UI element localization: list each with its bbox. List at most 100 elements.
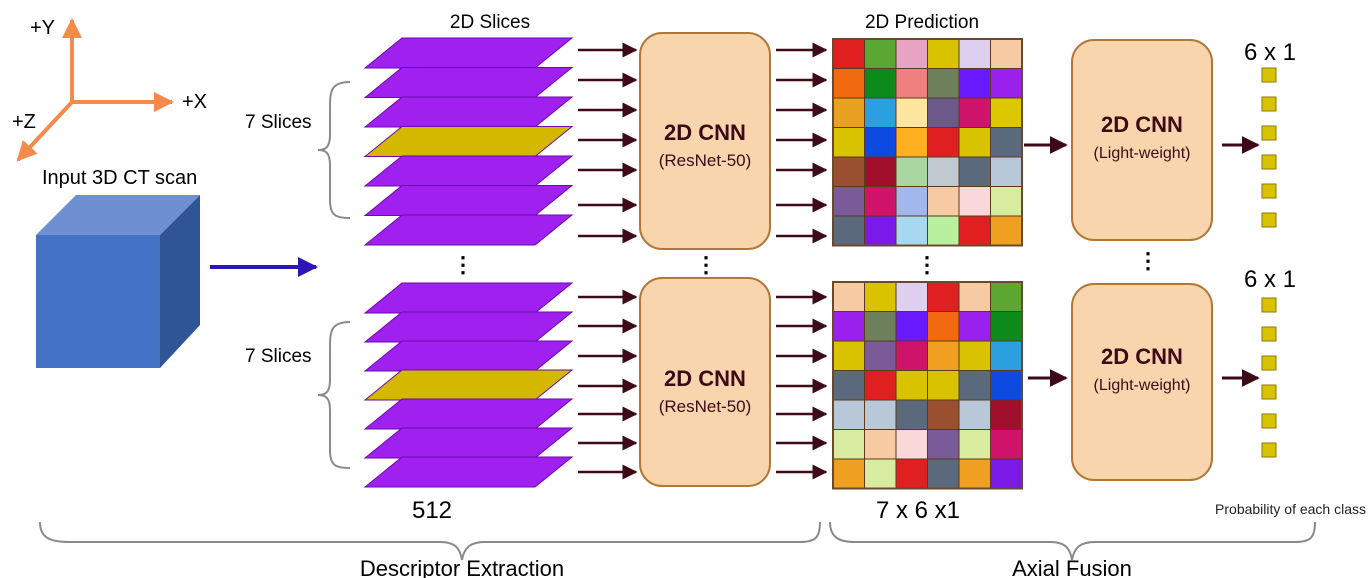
cnn-resnet-bottom-title: 2D CNN [664,366,746,391]
prediction-cell [927,370,960,401]
stage-label-right: Axial Fusion [1012,556,1132,578]
prediction-cell [990,97,1023,128]
input-cube: Input 3D CT scan [36,167,200,368]
cnn-resnet-bottom-box [639,277,771,487]
slices-header: 2D Slices [450,12,530,33]
prediction-cell [895,340,928,371]
ellipsis-prediction: ⋮ [916,252,938,277]
prediction-cell [895,38,928,69]
prediction-cell [927,429,960,460]
cnn-light-top-title: 2D CNN [1101,112,1183,137]
class-probability-cell [1261,125,1277,141]
prediction-cell [927,186,960,217]
cnn-light-top: 2D CNN (Light-weight) [1071,39,1213,241]
prediction-cell [958,311,991,342]
prediction-cell [958,127,991,158]
ellipsis-cnn: ⋮ [695,252,717,277]
cube-front-face [36,235,160,368]
prediction-cell [990,311,1023,342]
slice [363,340,574,372]
slice [363,67,574,98]
cnn-light-top-box [1071,39,1213,241]
prediction-cell [927,127,960,158]
prediction-cell [958,156,991,187]
slice-highlighted [363,369,574,401]
cube-top-face [36,195,200,235]
x-axis-label: +X [182,91,207,113]
z-axis-arrow [16,100,74,162]
prediction-grid-top [832,38,1023,247]
class-probability-cell [1261,67,1277,83]
slice-stack-top [363,37,574,246]
cnn-resnet-bottom: 2D CNN (ResNet-50) [639,277,771,487]
prediction-cell [927,311,960,342]
output-size-label-top: 6 x 1 [1244,39,1296,66]
prediction-cell [958,68,991,99]
prediction-cell [832,68,865,99]
prediction-cell [927,68,960,99]
prediction-cell [958,370,991,401]
prediction-cell [958,38,991,69]
prediction-cell [990,399,1023,430]
cnn-resnet-bottom-subtitle: (ResNet-50) [659,397,752,416]
cnn-resnet-top-subtitle: (ResNet-50) [659,151,752,170]
prediction-grid-border [832,281,1023,490]
slice-stack-bottom [363,282,574,488]
prediction-cell [958,186,991,217]
prediction-size-label: 7 x 6 x1 [876,497,960,524]
output-caption: Probability of each class [1215,501,1366,517]
slices-brace-top [317,81,351,219]
slice [363,398,574,430]
prediction-cell [927,97,960,128]
prediction-cell [864,127,897,158]
prediction-cell [895,311,928,342]
prediction-cell [832,370,865,401]
prediction-cell [958,399,991,430]
prediction-cell [864,311,897,342]
prediction-cell [864,340,897,371]
prediction-cell [990,186,1023,217]
class-probability-cell [1261,384,1277,400]
prediction-cell [832,340,865,371]
prediction-cell [895,127,928,158]
stage-brace-right [829,521,1316,561]
cnn-light-top-subtitle: (Light-weight) [1094,145,1191,162]
prediction-cell [927,281,960,312]
slice [363,96,574,128]
prediction-cell [927,38,960,69]
prediction-cell [864,97,897,128]
slice [363,282,574,314]
prediction-cell [895,370,928,401]
slice [363,185,574,216]
prediction-cell [895,281,928,312]
prediction-cell [990,458,1023,489]
prediction-cell [864,458,897,489]
prediction-cell [958,458,991,489]
ellipsis-slices: ⋮ [452,252,474,277]
prediction-cell [990,281,1023,312]
class-probability-cell [1261,212,1277,228]
cnn-resnet-top: 2D CNN (ResNet-50) [639,32,771,250]
prediction-cell [895,97,928,128]
prediction-cell [990,156,1023,187]
prediction-grid-border [832,38,1023,247]
prediction-cell [958,215,991,246]
prediction-cell [990,38,1023,69]
prediction-cell [895,458,928,489]
cnn-light-bottom-title: 2D CNN [1101,344,1183,369]
prediction-cell [895,399,928,430]
prediction-cell [927,399,960,430]
prediction-cell [927,156,960,187]
ellipsis-light-cnn: ⋮ [1137,248,1159,273]
cnn-to-prediction-arrows [776,42,828,480]
class-probability-cell [1261,355,1277,371]
slice [363,427,574,459]
class-probability-cell [1261,442,1277,458]
slice-highlighted [363,126,574,157]
slice [363,456,574,488]
prediction-cell [958,340,991,371]
prediction-cell [958,429,991,460]
prediction-cell [864,38,897,69]
cnn-light-bottom: 2D CNN (Light-weight) [1071,283,1213,481]
slice [363,214,574,246]
